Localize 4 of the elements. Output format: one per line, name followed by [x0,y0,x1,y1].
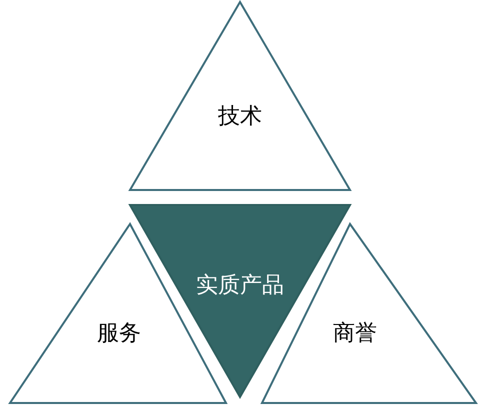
node-label: 技术 [218,103,262,131]
node-label: 实质产品 [196,272,284,300]
node-label: 服务 [97,320,141,348]
node-label: 商誉 [333,320,377,348]
